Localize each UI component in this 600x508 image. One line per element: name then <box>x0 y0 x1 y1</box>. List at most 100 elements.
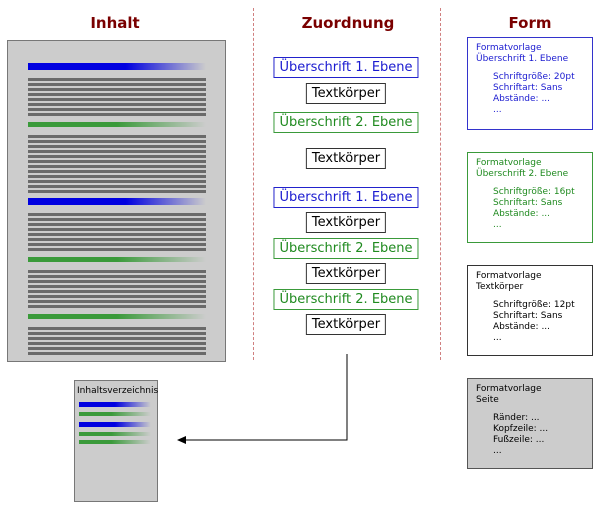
body-text-line <box>28 347 206 350</box>
style-property: Schriftart: Sans <box>493 311 563 321</box>
body-text-line <box>28 93 206 96</box>
style-property: Schriftart: Sans <box>493 198 563 208</box>
body-text-line <box>28 185 206 188</box>
body-text-line <box>28 270 206 273</box>
body-text-line <box>28 243 206 246</box>
style-property: Abstände: ... <box>493 322 551 332</box>
style-property: Schriftgröße: 12pt <box>493 300 575 310</box>
body-text-line <box>28 103 206 106</box>
body-text-line <box>28 248 206 251</box>
style-property: ... <box>493 446 502 456</box>
style-property: Kopfzeile: ... <box>493 424 549 434</box>
divider-right <box>440 8 441 360</box>
body-text-line <box>28 337 206 340</box>
mapping-box-heading-1: Überschrift 1. Ebene <box>273 187 419 208</box>
body-text-line <box>28 140 206 143</box>
style-card-title: Formatvorlage <box>476 43 542 53</box>
toc-entry-h2 <box>79 432 151 436</box>
body-text-line <box>28 280 206 283</box>
body-text-line <box>28 275 206 278</box>
style-card-title: Formatvorlage <box>476 271 542 281</box>
style-card-properties: Ränder: ...Kopfzeile: ...Fußzeile: .....… <box>493 413 584 457</box>
body-text-line <box>28 78 206 81</box>
style-card-subtitle: Textkörper <box>476 282 524 292</box>
body-text-line <box>28 113 206 116</box>
toc-page: Inhaltsverzeichnis <box>74 380 158 502</box>
body-text-line <box>28 352 206 355</box>
header-content: Inhalt <box>90 14 140 32</box>
body-text-line <box>28 228 206 231</box>
body-text-line <box>28 213 206 216</box>
header-mapping: Zuordnung <box>301 14 395 32</box>
body-text-line <box>28 290 206 293</box>
body-text-line <box>28 305 206 308</box>
body-text-line <box>28 170 206 173</box>
heading-2-bar <box>28 257 206 262</box>
body-text-line <box>28 233 206 236</box>
body-text-line <box>28 223 206 226</box>
mapping-box-heading-2: Überschrift 2. Ebene <box>273 112 419 133</box>
style-property: ... <box>493 333 502 343</box>
style-property: Abstände: ... <box>493 209 551 219</box>
body-text-line <box>28 145 206 148</box>
body-text-line <box>28 180 206 183</box>
divider-left <box>253 8 254 360</box>
mapping-box-body-text: Textkörper <box>305 314 387 335</box>
style-card-subtitle: Überschrift 1. Ebene <box>476 54 569 64</box>
heading-2-bar <box>28 122 206 127</box>
body-text-line <box>28 98 206 101</box>
heading-1-bar <box>28 63 206 70</box>
mapping-box-heading-1: Überschrift 1. Ebene <box>273 57 419 78</box>
body-text-line <box>28 327 206 330</box>
body-text-line <box>28 135 206 138</box>
body-text-line <box>28 300 206 303</box>
body-text-line <box>28 155 206 158</box>
mapping-box-body-text: Textkörper <box>305 263 387 284</box>
style-property: Schriftgröße: 16pt <box>493 187 575 197</box>
style-property: Schriftgröße: 20pt <box>493 72 575 82</box>
toc-title: Inhaltsverzeichnis <box>77 386 159 396</box>
body-text-line <box>28 88 206 91</box>
style-property: Fußzeile: ... <box>493 435 545 445</box>
body-text-line <box>28 83 206 86</box>
body-text-line <box>28 295 206 298</box>
style-card-title: Formatvorlage <box>476 158 542 168</box>
style-property: Ränder: ... <box>493 413 540 423</box>
style-property: Abstände: ... <box>493 94 551 104</box>
toc-entry-h2 <box>79 412 151 416</box>
body-text-line <box>28 342 206 345</box>
heading-1-bar <box>28 198 206 205</box>
document-page <box>7 40 226 362</box>
body-text-line <box>28 218 206 221</box>
body-text-line <box>28 160 206 163</box>
mapping-box-heading-2: Überschrift 2. Ebene <box>273 238 419 259</box>
body-text-line <box>28 165 206 168</box>
header-form: Form <box>508 14 552 32</box>
mapping-box-body-text: Textkörper <box>305 83 387 104</box>
style-card-title: Formatvorlage <box>476 384 542 394</box>
mapping-box-body-text: Textkörper <box>305 212 387 233</box>
heading-2-bar <box>28 314 206 319</box>
style-card-subtitle: Überschrift 2. Ebene <box>476 169 569 179</box>
style-property: ... <box>493 105 502 115</box>
mapping-box-body-text: Textkörper <box>305 148 387 169</box>
body-text-line <box>28 150 206 153</box>
body-text-line <box>28 175 206 178</box>
toc-entry-h2 <box>79 440 151 444</box>
style-property: Schriftart: Sans <box>493 83 563 93</box>
body-text-line <box>28 285 206 288</box>
body-text-line <box>28 108 206 111</box>
toc-entry-h1 <box>79 422 151 427</box>
style-card-subtitle: Seite <box>476 395 499 405</box>
style-property: ... <box>493 220 502 230</box>
body-text-line <box>28 238 206 241</box>
